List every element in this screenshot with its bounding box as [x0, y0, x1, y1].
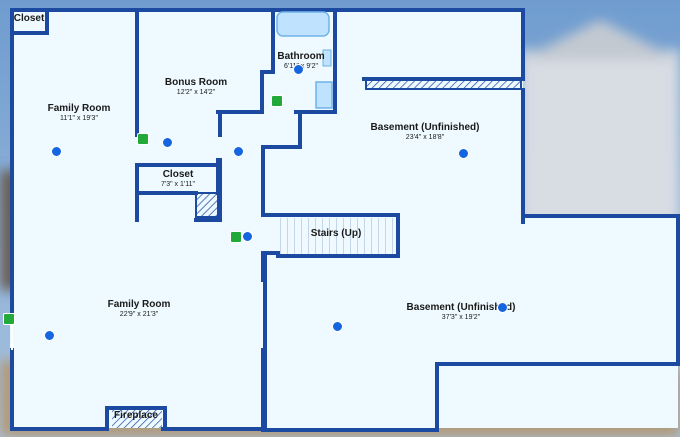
bathtub [276, 11, 330, 37]
camera-marker-family-room[interactable] [3, 313, 15, 325]
room-name: Basement (Unfinished) [370, 122, 480, 133]
room-label-bonus-room: Bonus Room 12'2" x 14'2" [165, 77, 227, 96]
room-name: Fireplace [114, 410, 158, 421]
camera-marker-hallway[interactable] [230, 231, 242, 243]
camera-marker-bathroom[interactable] [271, 95, 283, 107]
room-dims: 22'9" x 21'3" [119, 311, 159, 318]
room-label-stairs: Stairs (Up) [311, 228, 362, 239]
hotspot-family-room-lower[interactable] [44, 330, 55, 341]
room-name: Basement (Unfinished) [406, 302, 516, 313]
room-label-fireplace: Fireplace [114, 410, 158, 421]
room-dims: 11'1" x 19'3" [60, 115, 98, 122]
stairs-area [278, 218, 398, 256]
room-name: Family Room [47, 103, 111, 114]
room-label-closet-top: Closet [14, 13, 45, 24]
hotspot-bonus-room[interactable] [162, 137, 173, 148]
room-name: Stairs (Up) [310, 228, 362, 239]
room-dims: 7'3" x 1'11" [161, 181, 195, 188]
room-label-basement-upper: Basement (Unfinished) 23'4" x 18'8" [371, 122, 480, 141]
room-name: Closet [162, 169, 194, 180]
room-label-closet-small: Closet 7'3" x 1'11" [161, 169, 195, 188]
fireplace-hearth [112, 410, 162, 428]
hotspot-basement-upper[interactable] [458, 148, 469, 159]
basement-beam [365, 79, 522, 90]
room-dims: 37'3" x 19'2" [441, 314, 481, 321]
sink-vanity [315, 81, 333, 109]
toilet [322, 49, 332, 67]
hotspot-family-room-upper[interactable] [51, 146, 62, 157]
room-dims: 12'2" x 14'2" [176, 89, 216, 96]
room-name: Closet [13, 13, 45, 24]
room-label-basement-lower: Basement (Unfinished) 37'3" x 19'2" [407, 302, 516, 321]
room-name: Bathroom [277, 51, 325, 62]
room-name: Bonus Room [164, 77, 228, 88]
hotspot-hallway[interactable] [233, 146, 244, 157]
room-name: Family Room [107, 299, 171, 310]
hotspot-bathroom[interactable] [293, 64, 304, 75]
room-label-family-room-upper: Family Room 11'1" x 19'3" [48, 103, 111, 122]
chimney-block [195, 192, 219, 218]
room-dims: 23'4" x 18'8" [405, 134, 445, 141]
room-label-family-room-lower: Family Room 22'9" x 21'3" [108, 299, 171, 318]
camera-marker-bonus-room[interactable] [137, 133, 149, 145]
hotspot-basement-lower-left[interactable] [332, 321, 343, 332]
hotspot-basement-lower-right[interactable] [497, 302, 508, 313]
hotspot-stairs-landing[interactable] [242, 231, 253, 242]
